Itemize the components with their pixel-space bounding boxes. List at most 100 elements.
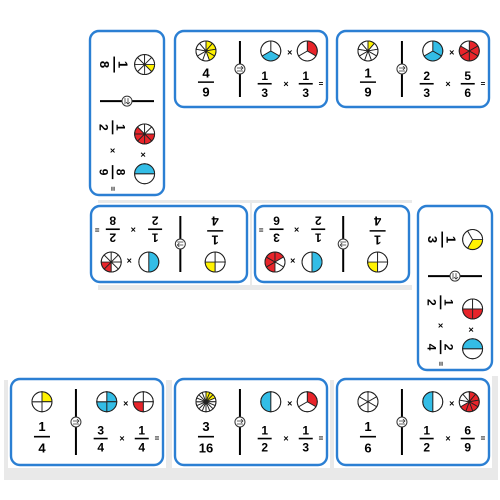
fraction-pie-icon [296, 40, 318, 62]
domino-svg: 4 9 × 1 3 × 1 3 = [173, 29, 329, 109]
denominator: 2 [423, 441, 430, 455]
numerator: 1 [261, 424, 268, 438]
denominator: 3 [302, 86, 309, 100]
equals-sign: = [436, 361, 445, 366]
denominator: 2 [315, 213, 322, 227]
fraction-pie-icon [458, 391, 480, 413]
domino-svg: 18×12×89= [88, 29, 166, 197]
answer-numerator: 1 [364, 419, 371, 434]
fraction-pie-icon [462, 229, 484, 251]
answer-denominator: 4 [211, 214, 219, 229]
times-sign: × [287, 399, 292, 409]
answer-denominator: 4 [373, 214, 381, 229]
answer-numerator: 1 [364, 66, 371, 81]
fraction-pie-icon [260, 40, 282, 62]
fraction-pie-icon [134, 163, 156, 185]
shuffle-icon [121, 95, 133, 107]
times-sign: × [108, 148, 118, 153]
fraction-pie-icon [134, 54, 156, 76]
domino-svg: 14×12×28= [89, 204, 249, 284]
answer-numerator: 1 [38, 419, 45, 434]
fraction-pie-icon [260, 391, 282, 413]
numerator: 3 [273, 230, 280, 244]
answer-numerator: 3 [202, 419, 209, 434]
denominator: 4 [138, 441, 145, 455]
denominator: 4 [425, 344, 439, 351]
times-sign: × [466, 327, 476, 332]
times-sign: × [290, 255, 295, 265]
fraction-pie-icon [422, 40, 444, 62]
equals-sign: = [258, 225, 263, 234]
equals-sign: = [319, 79, 324, 88]
domino-svg: 14×12×36= [253, 204, 411, 284]
times-sign: × [123, 399, 128, 409]
numerator: 1 [261, 69, 268, 83]
numerator: 2 [442, 344, 456, 351]
answer-denominator: 9 [364, 84, 371, 99]
fraction-pie-icon [422, 391, 444, 413]
numerator: 2 [423, 69, 430, 83]
fraction-pie-icon [462, 298, 484, 320]
denominator: 9 [97, 169, 111, 176]
equals-sign: = [481, 434, 486, 443]
shuffle-icon [174, 238, 186, 250]
answer-numerator: 4 [202, 66, 210, 81]
answer-numerator: 1 [212, 232, 219, 247]
numerator: 1 [302, 424, 309, 438]
times-sign: × [283, 79, 288, 89]
numerator: 1 [114, 124, 128, 131]
equals-sign: = [319, 434, 324, 443]
numerator: 2 [109, 230, 116, 244]
shuffle-icon [234, 416, 246, 428]
times-sign: × [449, 399, 454, 409]
denominator: 2 [261, 441, 268, 455]
domino-tile[interactable]: 3 16 × 1 2 × 1 3 = [172, 376, 330, 468]
denominator: 3 [261, 86, 268, 100]
numerator: 1 [442, 299, 456, 306]
fraction-pie-icon [458, 40, 480, 62]
answer-denominator: 6 [364, 440, 371, 455]
fraction-pie-icon [462, 338, 484, 360]
answer-denominator: 8 [97, 61, 112, 68]
equals-sign: = [481, 79, 486, 88]
denominator: 2 [151, 213, 158, 227]
numerator: 8 [114, 169, 128, 176]
denominator: 4 [97, 441, 104, 455]
fraction-pie-icon [357, 40, 379, 62]
denominator: 8 [109, 213, 116, 227]
answer-denominator: 9 [202, 84, 209, 99]
numerator: 1 [302, 69, 309, 83]
shuffle-icon [449, 270, 461, 282]
answer-denominator: 16 [199, 440, 213, 455]
times-sign: × [138, 152, 148, 157]
fraction-pie-icon [296, 391, 318, 413]
times-sign: × [449, 48, 454, 58]
fraction-pie-icon [204, 251, 226, 273]
numerator: 1 [315, 230, 322, 244]
fraction-pie-icon [195, 391, 217, 413]
fraction-pie-icon [301, 251, 323, 273]
answer-numerator: 1 [374, 232, 381, 247]
answer-denominator: 3 [425, 236, 440, 243]
shuffle-icon [396, 63, 408, 75]
equals-sign: = [108, 186, 117, 191]
domino-tile[interactable]: 4 9 × 1 3 × 1 3 = [172, 28, 330, 110]
denominator: 6 [464, 86, 471, 100]
denominator: 3 [302, 441, 309, 455]
times-sign: × [283, 434, 288, 444]
fraction-pie-icon [138, 251, 160, 273]
times-sign: × [287, 48, 292, 58]
shuffle-icon [337, 238, 349, 250]
times-sign: × [445, 434, 450, 444]
denominator: 9 [464, 441, 471, 455]
numerator: 1 [423, 424, 430, 438]
fraction-pie-icon [100, 251, 122, 273]
denominator: 2 [425, 299, 439, 306]
